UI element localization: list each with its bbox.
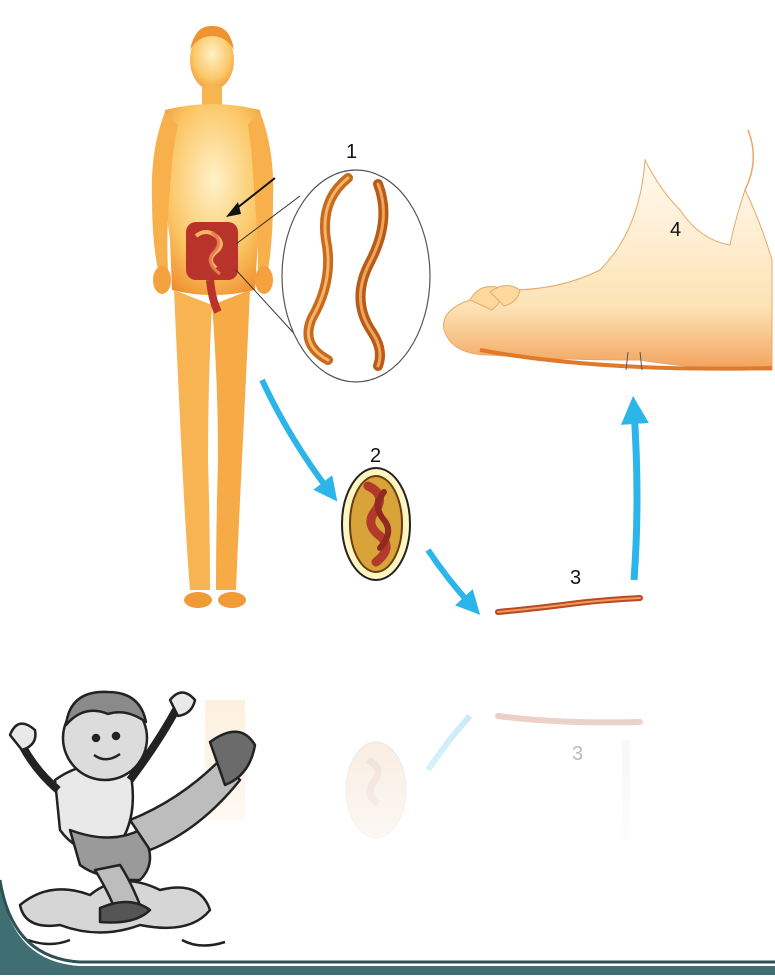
adult-worms-magnified xyxy=(282,170,430,382)
larva-icon xyxy=(498,598,640,612)
label-larva: 3 xyxy=(570,568,581,588)
label-larva-reflection: 3 xyxy=(572,744,583,764)
egg-icon xyxy=(342,468,410,580)
human-body-icon xyxy=(152,26,273,608)
label-egg: 2 xyxy=(370,446,381,466)
label-adult-worm: 1 xyxy=(346,142,357,162)
label-foot: 4 xyxy=(670,220,681,240)
foot-icon xyxy=(444,130,772,370)
